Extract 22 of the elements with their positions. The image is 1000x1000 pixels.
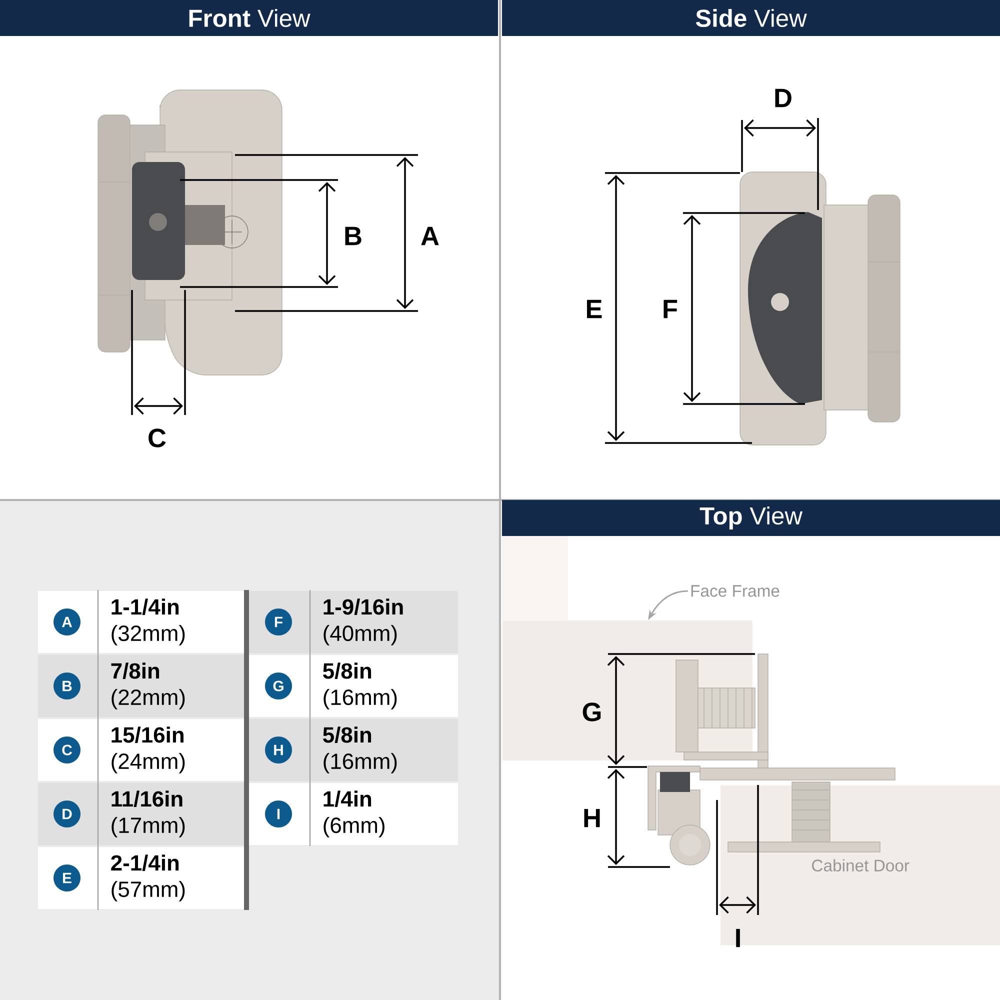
dimension-letter: A bbox=[421, 226, 439, 246]
dimension-letter: H bbox=[584, 808, 600, 828]
dimension-letter: B bbox=[345, 226, 362, 246]
letter-badge: F bbox=[265, 608, 292, 636]
dimension-letter: C bbox=[148, 428, 166, 448]
dimension-letter: E bbox=[586, 300, 602, 318]
letter-badge: C bbox=[54, 736, 80, 764]
dimension-letter: G bbox=[582, 702, 601, 722]
header-bar: Front View bbox=[0, 0, 498, 36]
letter-badge: A bbox=[54, 608, 80, 636]
letter-badge: H bbox=[265, 736, 292, 764]
letter-badge: D bbox=[54, 800, 80, 828]
callout-text: Face Frame bbox=[691, 585, 780, 597]
letter-badge: E bbox=[54, 864, 80, 892]
letter-badge: G bbox=[265, 672, 292, 700]
header-bar: Top View bbox=[502, 500, 1000, 536]
dimension-letter: F bbox=[664, 300, 678, 318]
dimension-letter: I bbox=[736, 928, 740, 948]
header-bar: Side View bbox=[502, 0, 1000, 36]
letter-badge: I bbox=[265, 800, 292, 828]
letter-badge: B bbox=[54, 672, 80, 700]
dimension-letter: D bbox=[775, 88, 792, 108]
